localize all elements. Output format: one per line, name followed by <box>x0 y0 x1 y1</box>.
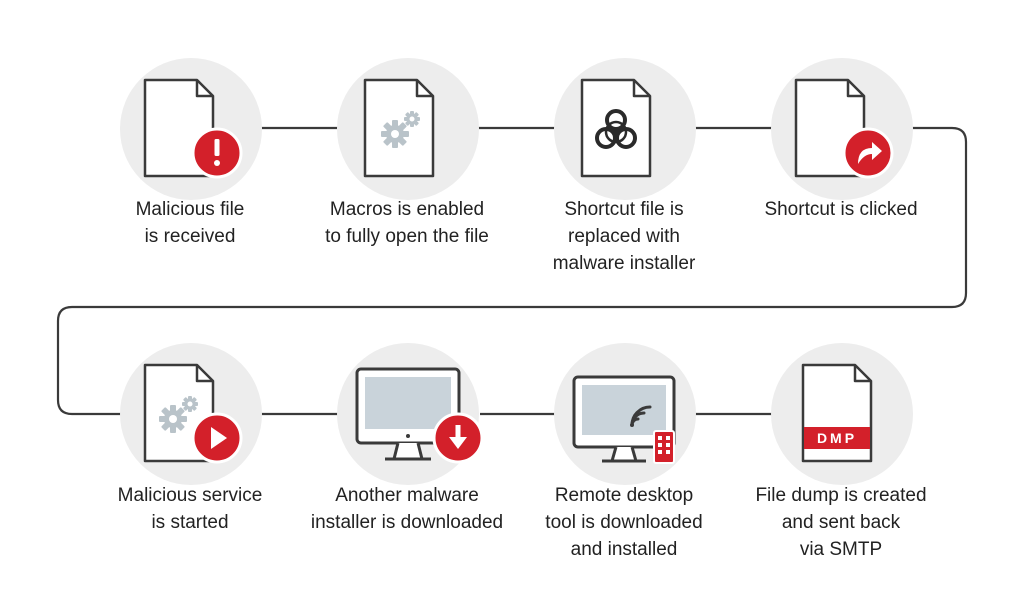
step-1-label-line: is received <box>144 226 236 247</box>
step-5-label-line: Malicious service <box>117 485 263 506</box>
step-1-label-line: Malicious file <box>135 199 245 220</box>
document-alert-icon <box>143 78 243 179</box>
step-7-label: Remote desktop tool is downloaded and in… <box>519 482 729 563</box>
step-3-label: Shortcut file is replaced with malware i… <box>519 196 729 277</box>
step-4-label: Shortcut is clicked <box>736 196 946 223</box>
step-8-label-line: File dump is created <box>755 485 927 506</box>
step-8-label-line: and sent back <box>781 512 901 533</box>
step-8-label-line: via SMTP <box>799 539 883 560</box>
step-4-label-line: Shortcut is clicked <box>764 199 918 220</box>
document-gears-play-icon <box>143 363 243 464</box>
step-6-label: Another malware installer is downloaded <box>302 482 512 536</box>
step-3-label-line: Shortcut file is <box>564 199 684 220</box>
dmp-label: DMP <box>817 430 857 446</box>
document-biohazard-icon <box>580 78 652 178</box>
step-8-label: File dump is created and sent back via S… <box>736 482 946 563</box>
monitor-download-icon <box>355 367 484 464</box>
step-7-label-line: tool is downloaded <box>545 512 703 533</box>
document-shortcut-icon <box>794 78 894 179</box>
step-6-label-line: Another malware <box>335 485 479 506</box>
step-2-label-line: to fully open the file <box>325 226 489 247</box>
step-3-label-line: malware installer <box>552 253 696 274</box>
step-7-label-line: and installed <box>570 539 678 560</box>
step-6-label-line: installer is downloaded <box>310 512 504 533</box>
step-7-label-line: Remote desktop <box>554 485 694 506</box>
step-3-label-line: replaced with <box>568 226 680 247</box>
step-5-label: Malicious service is started <box>85 482 295 536</box>
monitor-remote-icon <box>572 375 676 464</box>
step-1-label: Malicious file is received <box>85 196 295 250</box>
document-gears-icon <box>363 78 435 178</box>
document-dmp-icon: DMP <box>801 363 873 463</box>
step-2-label-line: Macros is enabled <box>329 199 485 220</box>
step-2-label: Macros is enabled to fully open the file <box>302 196 512 250</box>
step-5-label-line: is started <box>151 512 229 533</box>
arrow-4-to-5 <box>56 126 968 414</box>
